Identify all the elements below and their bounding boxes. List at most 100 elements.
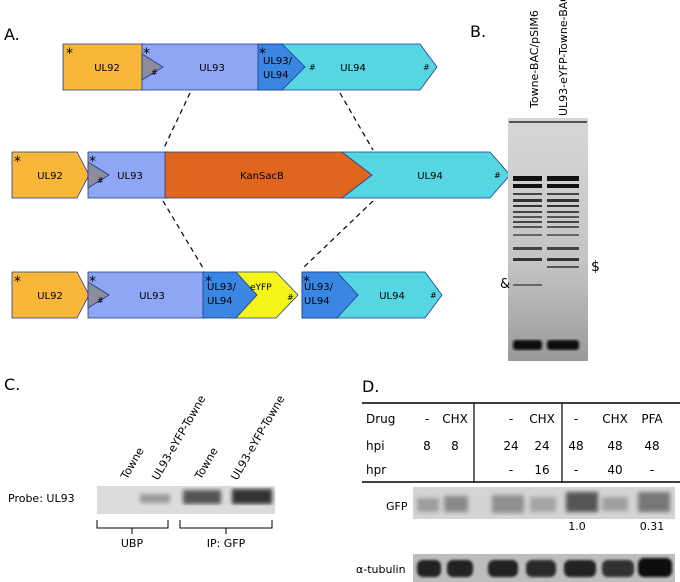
table-cell: - bbox=[509, 463, 513, 477]
row-label-hpi: hpi bbox=[366, 439, 385, 453]
star-marker: * bbox=[143, 46, 150, 62]
eyfp-label: eYFP bbox=[250, 283, 272, 293]
table-cell: - bbox=[509, 412, 513, 426]
construct-row-1 bbox=[62, 43, 438, 91]
ul92-label: UL92 bbox=[37, 291, 63, 302]
quantification-value: 1.0 bbox=[568, 520, 586, 533]
panel-label-b: B. bbox=[470, 22, 486, 41]
hash-marker: # bbox=[423, 63, 430, 72]
gel-marker-dollar: $ bbox=[591, 259, 600, 275]
construct-row-2 bbox=[11, 151, 511, 199]
ul92-label: UL92 bbox=[37, 171, 63, 182]
ul93-ul94-label-line1: UL93/ bbox=[263, 56, 293, 67]
table-cell: CHX bbox=[442, 412, 468, 426]
star-marker: * bbox=[89, 274, 96, 290]
star-marker: * bbox=[14, 154, 21, 170]
row1-labels: UL92 UL93 UL93/ UL94 UL94 * * * # # # bbox=[66, 46, 430, 81]
panel-label-c: C. bbox=[4, 375, 20, 394]
ip-gfp-bracket bbox=[179, 520, 273, 534]
ul92-label: UL92 bbox=[94, 63, 120, 74]
panel-label-d: D. bbox=[362, 377, 379, 396]
ip-gfp-group-label: IP: GFP bbox=[207, 537, 246, 550]
hash-marker: # bbox=[287, 293, 294, 302]
ul93-ul94-label-line2: UL94 bbox=[263, 70, 289, 81]
hash-marker: # bbox=[97, 296, 104, 305]
probe-label: Probe: UL93 bbox=[8, 492, 75, 505]
ul93-ul94-overlap-arrow bbox=[257, 43, 306, 91]
table-cell: - bbox=[574, 412, 578, 426]
table-cell: 48 bbox=[607, 439, 622, 453]
table-cell: 16 bbox=[534, 463, 549, 477]
coip-blot-panel: Towne UL93-eYFP-Towne Towne UL93-eYFP-To… bbox=[8, 393, 288, 550]
hash-marker: # bbox=[494, 171, 501, 180]
recombination-lines-1 bbox=[162, 92, 374, 151]
quantification-value: 0.31 bbox=[640, 520, 665, 533]
table-cell: 48 bbox=[644, 439, 659, 453]
table-cell: CHX bbox=[602, 412, 628, 426]
ul93-ul94-label-line2: UL94 bbox=[304, 296, 330, 307]
lane-label-towne: Towne bbox=[118, 445, 147, 482]
hash-marker: # bbox=[430, 291, 437, 300]
construct-row-3 bbox=[11, 271, 443, 319]
time-course-panel: Drug - CHX - CHX - CHX PFA hpi 8 8 24 24… bbox=[356, 402, 680, 582]
gel-bands bbox=[513, 176, 579, 350]
ul94-label: UL94 bbox=[417, 171, 443, 182]
hash-marker: # bbox=[97, 176, 104, 185]
table-cell: PFA bbox=[641, 412, 663, 426]
star-marker: * bbox=[66, 46, 73, 62]
table-cell: - bbox=[574, 463, 578, 477]
lane-label-towne-bac: Towne-BAC/pSIM6 bbox=[528, 10, 541, 109]
table-cell: 8 bbox=[451, 439, 459, 453]
gfp-blot-label: GFP bbox=[386, 500, 408, 513]
table-cell: CHX bbox=[529, 412, 555, 426]
tubulin-blot-label: α-tubulin bbox=[356, 563, 406, 576]
row-label-hpr: hpr bbox=[366, 463, 386, 477]
kansacb-cassette-arrow bbox=[164, 151, 373, 199]
kansacb-label: KanSacB bbox=[240, 171, 284, 182]
blot-bands bbox=[140, 489, 272, 504]
table-cell: - bbox=[425, 412, 429, 426]
ul93-ul94-label-line2: UL94 bbox=[207, 296, 233, 307]
ul93-label: UL93 bbox=[117, 171, 143, 182]
row2-labels: UL92 UL93 KanSacB UL94 * * # # bbox=[14, 154, 501, 185]
star-marker: * bbox=[89, 154, 96, 170]
hash-marker: # bbox=[309, 63, 316, 72]
star-marker: * bbox=[205, 274, 212, 290]
table-cell: 24 bbox=[534, 439, 549, 453]
row-label-drug: Drug bbox=[366, 412, 395, 426]
table-cell: 48 bbox=[568, 439, 583, 453]
ul92-gene-arrow bbox=[11, 271, 90, 319]
bac-gel-panel: Towne-BAC/pSIM6 UL93-eYFP-Towne-BAC & $ bbox=[500, 0, 600, 361]
gel-marker-ampersand: & bbox=[500, 277, 510, 292]
table-cell: - bbox=[650, 463, 654, 477]
ul93-ul94-overlap-arrow bbox=[301, 271, 359, 319]
lane-label-ul93-eyfp-towne-bac: UL93-eYFP-Towne-BAC bbox=[557, 0, 570, 116]
hash-marker: # bbox=[151, 68, 158, 77]
ul94-label: UL94 bbox=[340, 63, 366, 74]
table-cell: 24 bbox=[503, 439, 518, 453]
gfp-blot-bands bbox=[417, 492, 670, 513]
recombination-lines-2 bbox=[162, 200, 374, 269]
ul94-label: UL94 bbox=[379, 291, 405, 302]
table-cell: 8 bbox=[423, 439, 431, 453]
star-marker: * bbox=[259, 46, 266, 62]
ubp-bracket bbox=[96, 520, 169, 534]
table-cell: 40 bbox=[607, 463, 622, 477]
ul93-ul94-overlap-arrow bbox=[202, 271, 258, 319]
ul93-label: UL93 bbox=[139, 291, 165, 302]
gel-image bbox=[508, 118, 588, 361]
lane-label-ul93-eyfp-towne: UL93-eYFP-Towne bbox=[228, 393, 287, 483]
lane-label-towne: Towne bbox=[192, 445, 221, 482]
ul93-ul94-label-line1: UL93/ bbox=[304, 282, 334, 293]
start-codon-triangle bbox=[87, 281, 110, 309]
star-marker: * bbox=[303, 274, 310, 290]
ul92-gene-arrow bbox=[11, 151, 90, 199]
condition-table: Drug - CHX - CHX - CHX PFA hpi 8 8 24 24… bbox=[366, 412, 663, 477]
start-codon-triangle bbox=[141, 53, 164, 81]
ul93-label: UL93 bbox=[199, 63, 225, 74]
star-marker: * bbox=[14, 274, 21, 290]
start-codon-triangle bbox=[87, 161, 110, 189]
panel-label-a: A. bbox=[4, 25, 20, 44]
row3-labels: UL92 UL93 UL93/ UL94 eYFP UL93/ UL94 UL9… bbox=[14, 274, 437, 307]
